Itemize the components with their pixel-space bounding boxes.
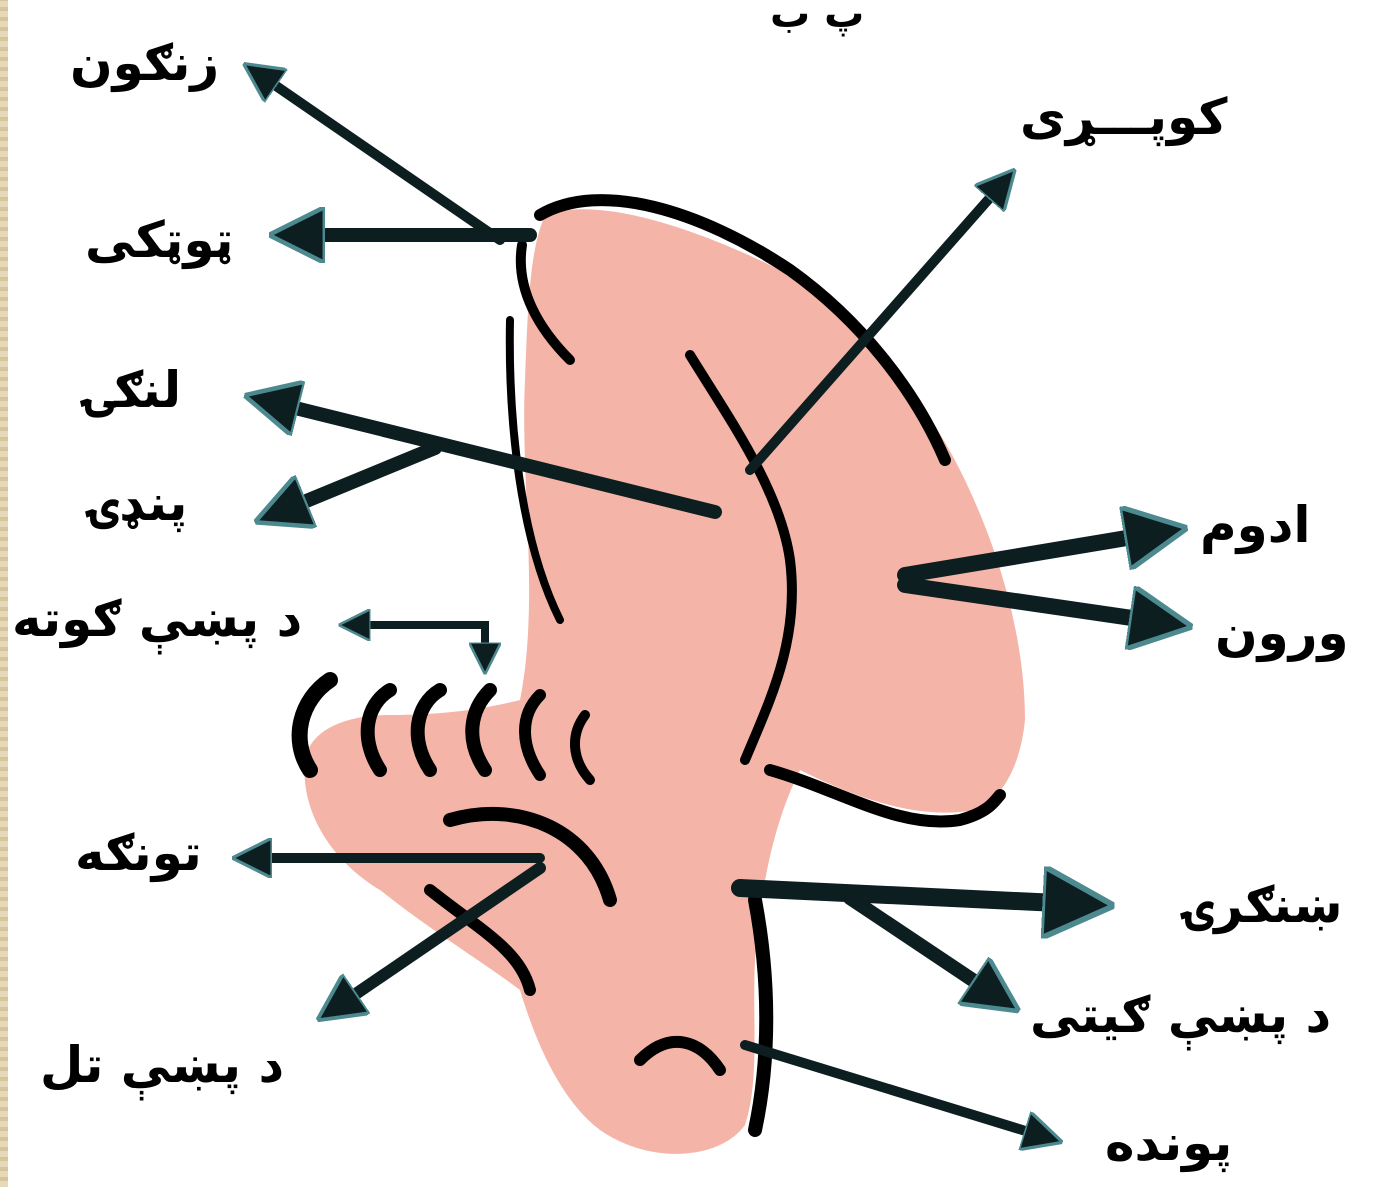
label-knee: زنګون xyxy=(70,38,219,88)
label-top-partial: پ ب xyxy=(770,0,864,34)
label-sole-top: تونګه xyxy=(75,828,202,878)
label-calf-bone: ټوټکی xyxy=(85,215,234,265)
heel-outline xyxy=(755,900,766,1130)
label-shank: پنډۍ xyxy=(90,478,187,528)
arrow-heel xyxy=(745,1045,1055,1140)
label-leg: لنګۍ xyxy=(85,365,181,415)
label-big-toe: د پښې ګوته xyxy=(12,594,302,644)
arrow-ankle xyxy=(740,888,1100,905)
leg-shape xyxy=(300,200,1025,1154)
label-thigh-extra: ادوم xyxy=(1200,500,1311,550)
label-calf: ورون xyxy=(1215,608,1349,658)
label-sole: د پښې تل xyxy=(40,1040,284,1090)
arrow-instep xyxy=(850,898,1010,1005)
label-shin: کوپـــړی xyxy=(1020,92,1227,142)
leg-skin xyxy=(304,209,1025,1154)
arrow-shank xyxy=(265,448,435,518)
arrow-big-toe xyxy=(345,625,485,668)
label-ankle: ښنګرۍ xyxy=(1185,880,1343,930)
label-heel: پونده xyxy=(1105,1118,1232,1168)
label-instep: د پښې ګیتی xyxy=(1030,990,1331,1040)
arrow-knee xyxy=(250,68,500,240)
